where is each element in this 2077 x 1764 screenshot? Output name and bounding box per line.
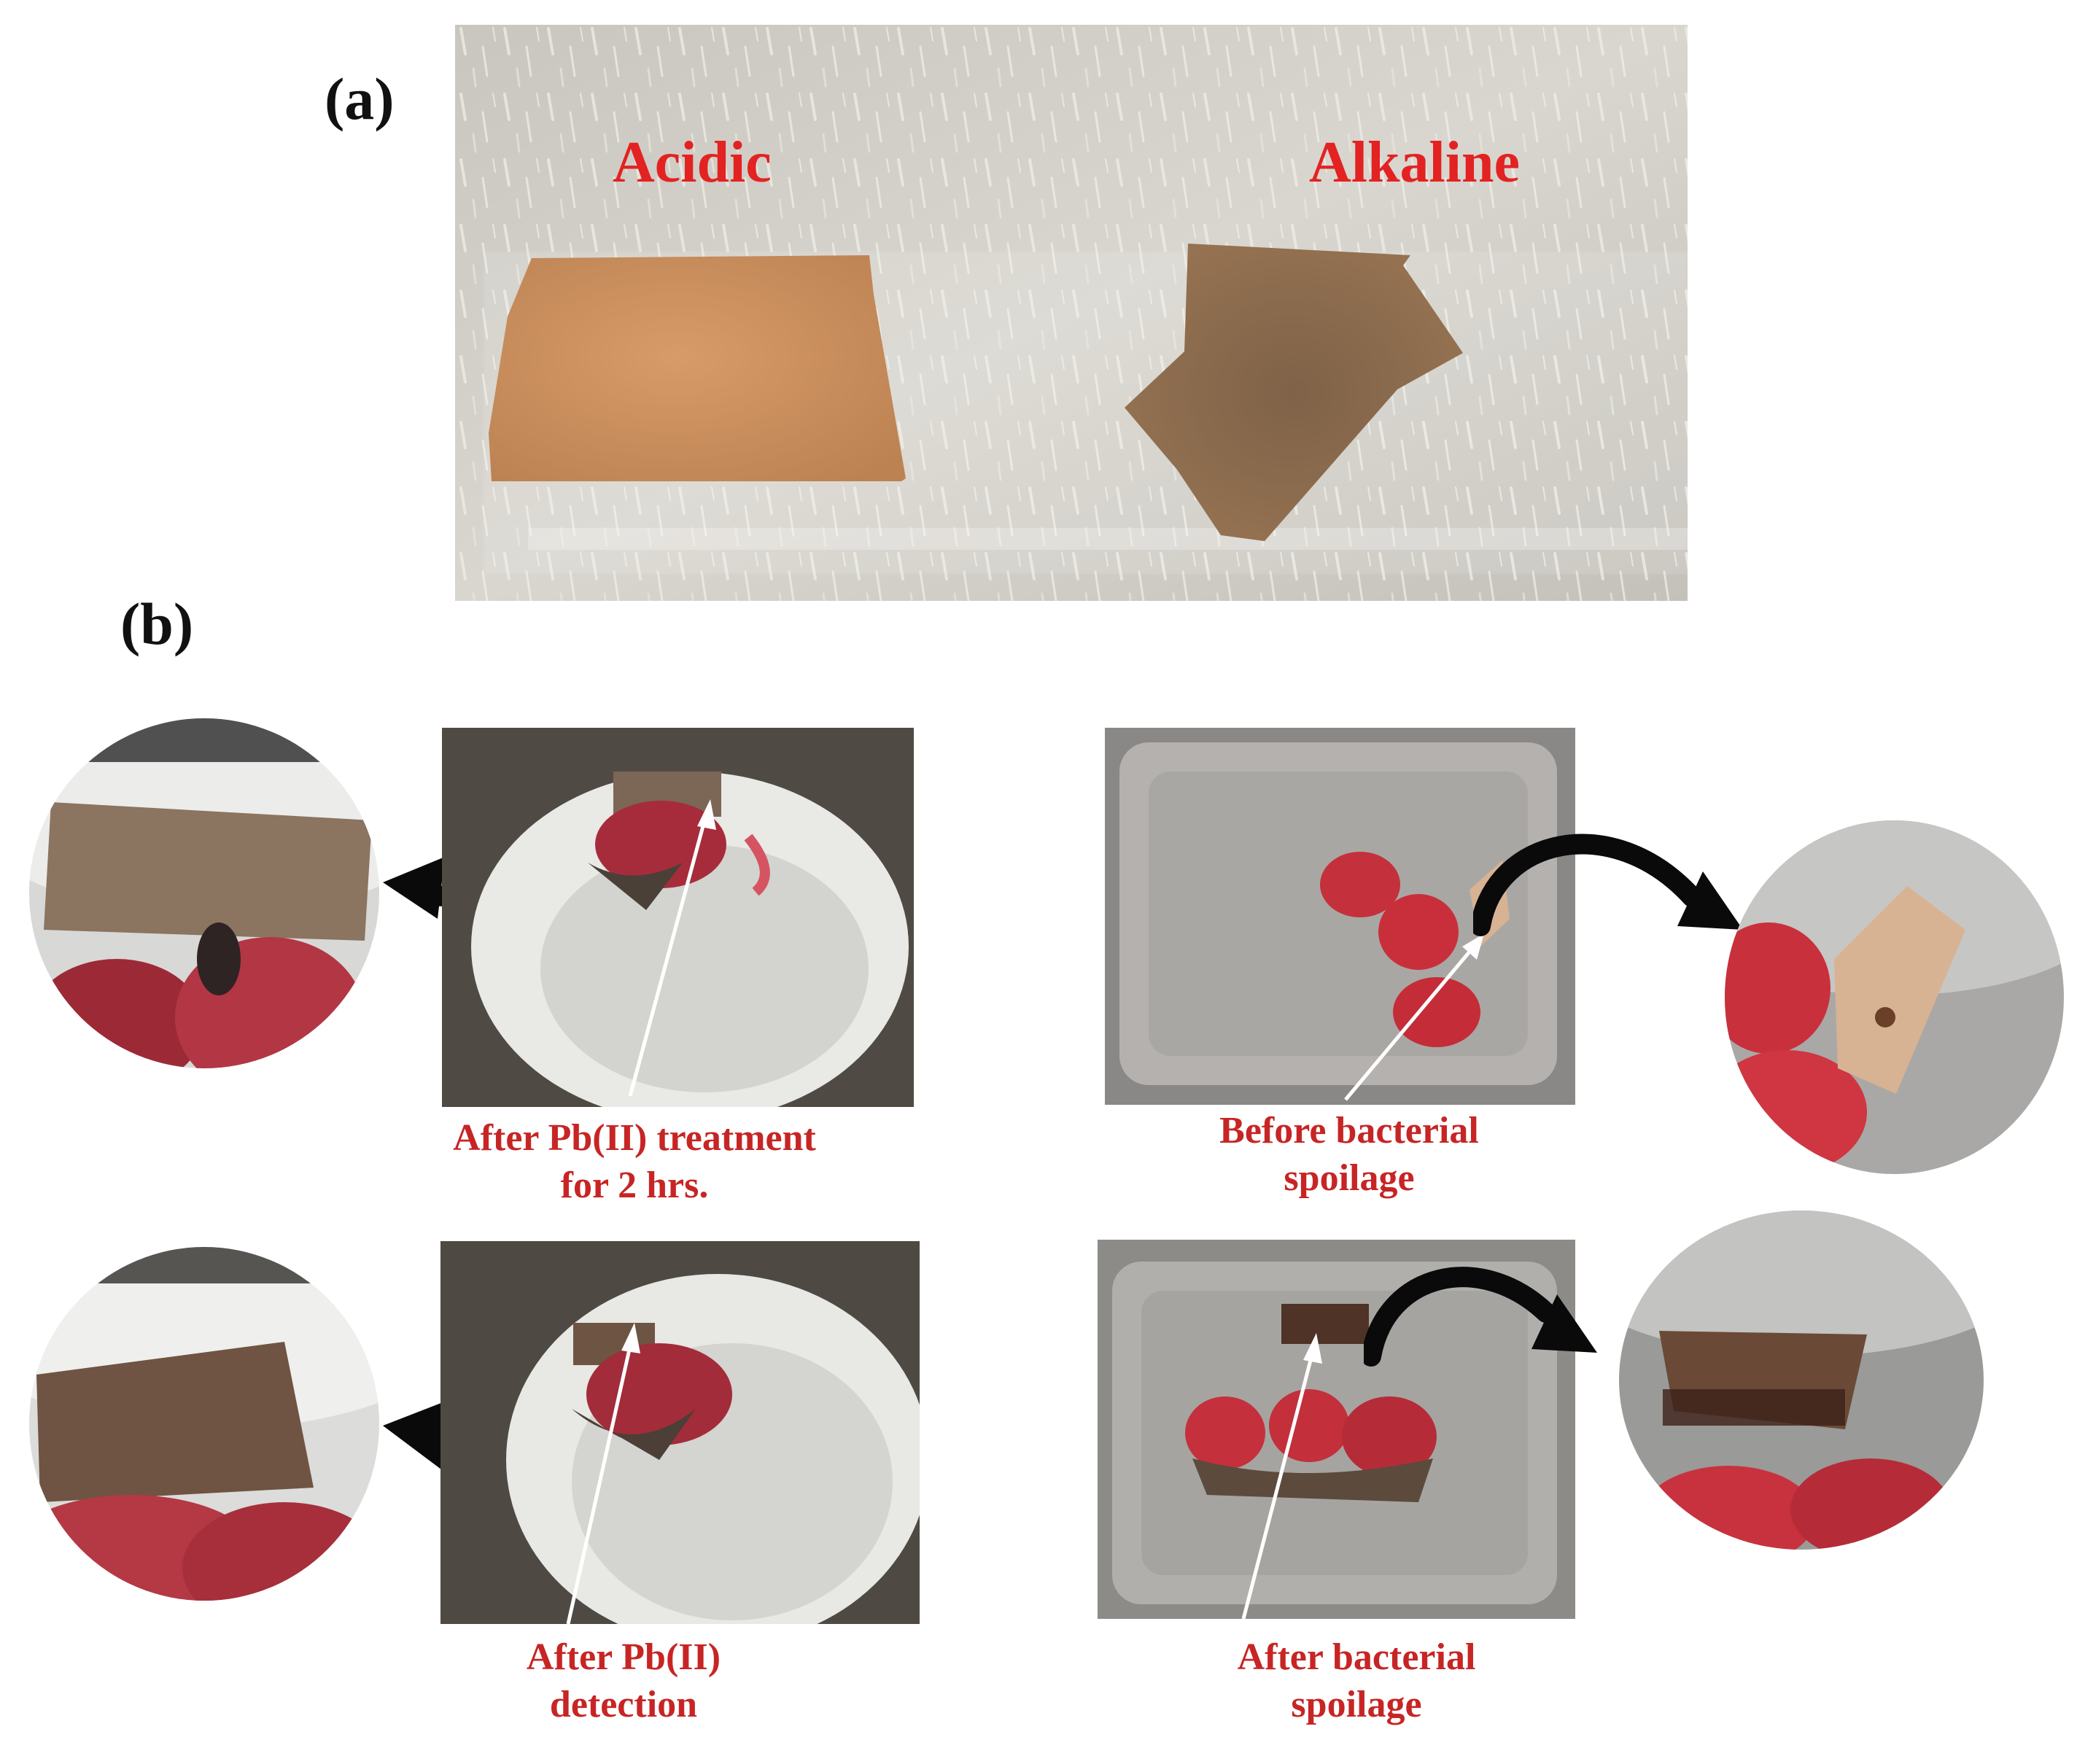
zoom-circle-pb-treatment <box>29 718 379 1068</box>
curved-arrow-icon <box>1364 1267 1597 1367</box>
panel-a-label: (a) <box>325 66 395 132</box>
caption-after-spoilage: After bacterial spoilage <box>1237 1636 1476 1725</box>
alkaline-film <box>1125 244 1463 541</box>
pointer-arrow-icon <box>628 815 708 1097</box>
zoom-circle-after-spoilage <box>1619 1211 1984 1550</box>
caption-pb-treatment: After Pb(II) treatment for 2 hrs. <box>453 1117 816 1206</box>
caption-before-spoilage: Before bacterial spoilage <box>1219 1110 1479 1199</box>
pointer-arrow-icon <box>1241 1348 1316 1619</box>
caption-pb-detection: After Pb(II) detection <box>526 1636 721 1725</box>
zoom-circle-pb-detection <box>29 1247 379 1601</box>
panel-b-label: (b) <box>120 591 194 657</box>
photo-before-spoilage <box>1105 728 1575 1105</box>
alkaline-label: Alkaline <box>1309 131 1520 195</box>
acidic-film <box>489 255 906 481</box>
photo-pb-treatment <box>442 728 914 1107</box>
acidic-label: Acidic <box>613 131 772 195</box>
pointer-arrow-icon <box>566 1339 634 1624</box>
panel-a-photo <box>455 25 1688 601</box>
photo-pb-detection <box>440 1241 920 1624</box>
zoom-circle-before-spoilage <box>1725 820 2064 1174</box>
curved-arrow-icon <box>1473 834 1743 936</box>
pointer-arrow-icon <box>1344 945 1475 1101</box>
photo-after-spoilage <box>1098 1240 1575 1619</box>
